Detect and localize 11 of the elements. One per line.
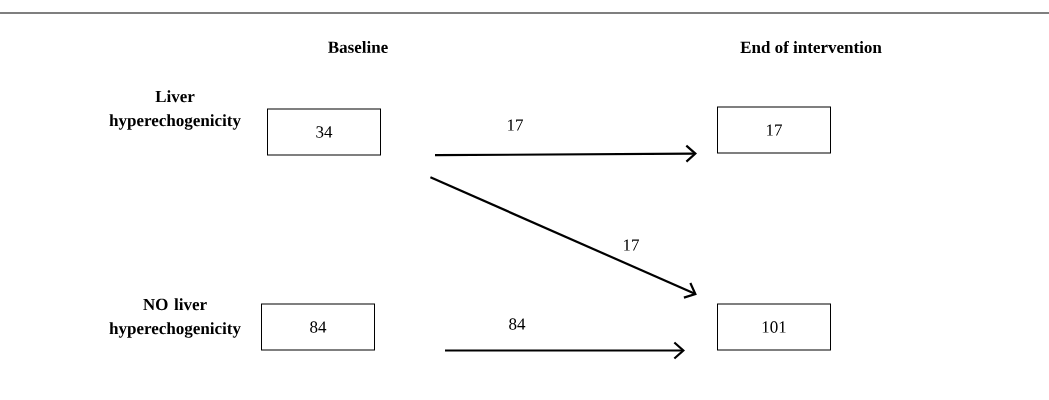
count-box: 101: [717, 303, 831, 351]
arrow: [435, 144, 697, 163]
arrow: [445, 341, 685, 360]
edge-label: 84: [507, 317, 527, 331]
edge-label: 17: [505, 118, 525, 132]
count-box: 17: [717, 106, 831, 154]
count-box: 84: [261, 303, 375, 351]
arrow: [429, 176, 697, 299]
edge-label: 17: [621, 238, 641, 252]
count-box: 34: [267, 108, 381, 156]
row-heading: Liver hyperechogenicity: [109, 90, 241, 130]
